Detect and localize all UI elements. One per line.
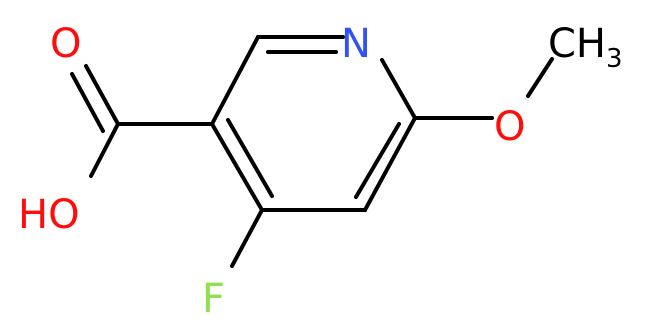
bond-c4-c3 (210, 122, 264, 212)
bond-n1-c6 (380, 58, 417, 120)
methyl-carbon: CH (548, 21, 606, 67)
bond-c4-c3-inner (226, 118, 274, 198)
bond-ccarboxyl-o-double-a (84, 64, 120, 126)
fluorine-label: F (202, 276, 225, 322)
bond-c6-c5-inner (354, 122, 401, 199)
bond-oether-ch3 (526, 57, 554, 98)
ether-oxygen-label: O (494, 104, 525, 150)
bond-c3-c2 (210, 35, 260, 126)
nitrogen-label: N (341, 21, 371, 67)
carbonyl-oxygen-label: O (50, 21, 81, 67)
bond-c6-c5 (363, 116, 417, 212)
bond-ccarboxyl-oh (89, 122, 120, 178)
atom-labels: N F O HO O CH3 (18, 21, 623, 322)
bond-ccarboxyl-o-double-b (70, 72, 105, 133)
hydroxyl-label: HO (18, 192, 80, 238)
methyl-label: CH3 (548, 21, 623, 74)
methyl-subscript: 3 (606, 44, 623, 74)
bonds (70, 35, 554, 268)
bond-c4-f (230, 208, 264, 268)
